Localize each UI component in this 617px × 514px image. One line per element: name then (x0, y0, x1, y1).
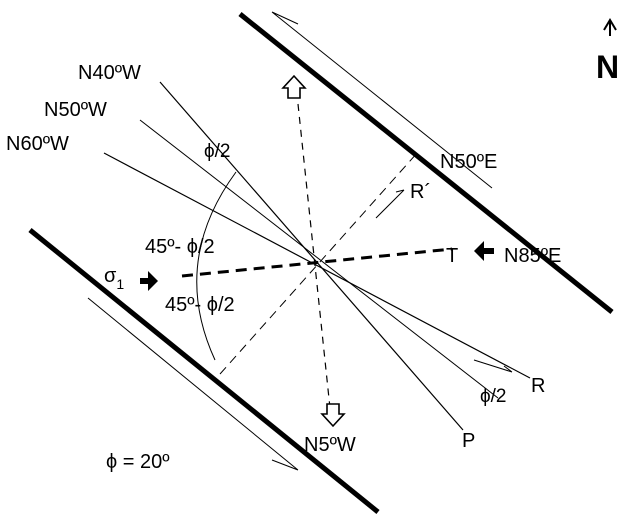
sigma1-solid-arrow (140, 271, 158, 291)
label-p: P (462, 430, 475, 452)
label-n40w: N40ºW (78, 62, 141, 84)
shear-arrow-upper (271, 11, 493, 189)
hollow-arrow-down (320, 403, 346, 428)
label-phi-value: ϕ = 20º (106, 451, 170, 473)
shear-arrow-lower (87, 297, 299, 471)
label-n50w: N50ºW (44, 99, 107, 121)
label-r-prime: R´ (410, 181, 431, 203)
line-n60w-r (103, 152, 531, 379)
label-t: T (446, 245, 458, 267)
r-shear-arrow (473, 359, 513, 373)
line-n40w-p (159, 81, 464, 431)
angle-arc (196, 171, 237, 361)
fault-boundary-upper (238, 12, 614, 314)
line-n50w (139, 119, 499, 399)
north-arrow-icon (603, 18, 617, 36)
label-n5w: N5ºW (304, 434, 356, 456)
label-r: R (531, 375, 545, 397)
line-sigma1-n85e (181, 247, 453, 278)
label-n50e: N50ºE (440, 151, 497, 173)
rprime-shear-arrow (375, 189, 405, 219)
label-phi-half-top: ϕ/2 (204, 141, 231, 162)
label-n60w: N60ºW (6, 133, 69, 155)
north-label: N (596, 49, 617, 85)
label-angle-lower: 45º- ϕ/2 (165, 294, 235, 316)
label-n85e: N85ºE (504, 245, 561, 267)
label-sigma1: σ1 (104, 265, 124, 292)
label-angle-upper: 45º- ϕ/2 (145, 236, 215, 258)
t-solid-arrow (474, 241, 494, 261)
line-n50e-rprime (219, 151, 419, 375)
label-phi-half-bottom: ϕ/2 (480, 386, 507, 407)
fault-boundary-lower (28, 228, 380, 514)
hollow-arrow-up (281, 74, 307, 99)
